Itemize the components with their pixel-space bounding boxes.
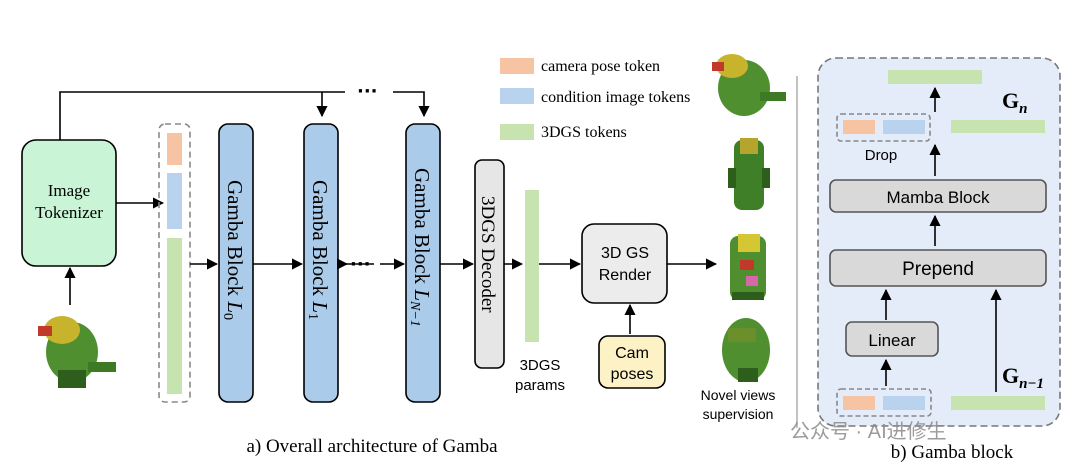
watermark: 公众号 · AI进修生 [790,420,947,443]
gamba-block-l0 [218,123,254,403]
novel-view-2-image [728,138,770,210]
mid-ellipsis: ··· [350,254,371,275]
input-condition-token-group [836,388,932,417]
gn-token-bar [951,120,1045,133]
input-condition-image-token [167,173,182,229]
novel-view-3-image [730,234,766,300]
novel-view-1-image [712,54,786,116]
3dgs-params-label-line2: params [515,377,565,394]
input-token-stack [158,123,191,403]
legend-condition-image-swatch [500,88,534,104]
mamba-block-box [829,179,1047,213]
gamba-block-ln-1 [405,123,441,403]
gn-1-label: Gn−1 [1002,363,1044,392]
linear-label: Linear [868,331,916,350]
skip-ellipsis: ··· [357,81,378,102]
legend-3dgs-tokens-swatch [500,124,534,140]
output-3dgs-token [888,70,982,84]
legend-3dgs-tokens-label: 3DGS tokens [541,124,627,141]
3d-gs-render-box [581,223,668,304]
cam-poses-box [598,335,666,389]
legend-camera-pose-label: camera pose token [541,58,660,75]
novel-view-4-image [722,318,770,382]
drop-condition-image-token [883,120,925,134]
drop-camera-pose-token [843,120,875,134]
3dgs-decoder-label: 3DGS Decoder [477,196,498,313]
3d-gs-render-label-line2: Render [599,267,652,284]
cam-poses-label-line1: Cam [615,345,649,362]
3d-gs-render-label-line1: 3D GS [601,245,649,262]
caption-gamba-block: b) Gamba block [891,442,1014,463]
novel-views-label-line2: supervision [703,406,774,422]
3dgs-params-bar [525,190,539,342]
gamba-block-l0-label: Gamba Block L0 [220,180,247,320]
3dgs-params-label-line1: 3DGS [520,357,561,374]
right-input-condition-image-token [883,396,925,410]
mamba-block-label: Mamba Block [887,188,990,207]
drop-label: Drop [865,147,898,164]
legend-condition-image-label: condition image tokens [541,89,690,106]
input-parrot-image [38,316,116,388]
input-3dgs-token [167,238,182,394]
gamba-block-ln-1-label: Gamba Block LN−1 [407,168,434,327]
image-tokenizer-label-line2: Tokenizer [35,203,103,222]
legend-camera-pose-swatch [500,58,534,74]
drop-token-group [836,113,931,142]
gn-1-token-bar [951,396,1045,410]
tokenizer-skip-line [59,91,320,142]
gamba-block-l1-label: Gamba Block L1 [305,180,332,320]
novel-views-label-line1: Novel views [701,387,776,403]
skip-line-to-blockN [393,91,430,118]
caption-overall-architecture: a) Overall architecture of Gamba [246,436,498,457]
right-input-camera-pose-token [843,396,875,410]
linear-box [845,321,939,357]
input-camera-pose-token [167,133,182,165]
prepend-label: Prepend [902,259,974,280]
prepend-box [829,249,1047,287]
image-tokenizer-label-line1: Image [48,181,90,200]
cam-poses-label-line2: poses [611,366,654,383]
gn-label: Gn [1002,88,1027,117]
